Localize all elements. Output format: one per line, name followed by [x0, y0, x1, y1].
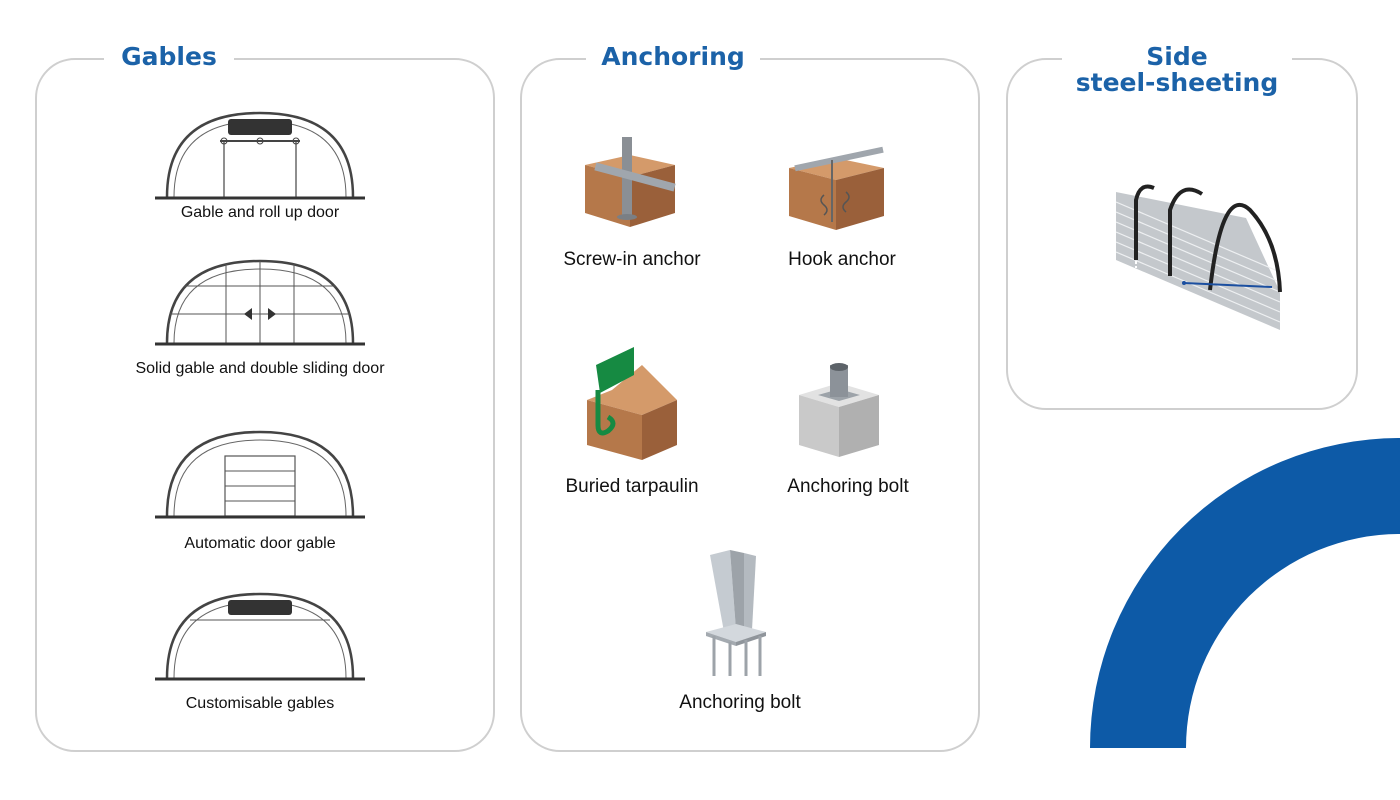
decorative-arc [1090, 438, 1400, 748]
gable-roll-up-door-icon [155, 111, 365, 200]
anchor-label-hook: Hook anchor [788, 249, 896, 270]
steel-sheeting-icon [1115, 184, 1282, 330]
gable-sliding-door-icon [155, 259, 365, 346]
screw-in-anchor-icon [585, 137, 676, 227]
gable-label-roll-up: Gable and roll up door [180, 204, 340, 221]
gable-label-automatic: Automatic door gable [184, 535, 336, 552]
anchoring-bolt-concrete-icon [799, 363, 879, 457]
anchoring-title: Anchoring [586, 44, 760, 70]
hook-anchor-icon [789, 146, 884, 230]
anchor-label-buried-tarpaulin: Buried tarpaulin [565, 476, 699, 497]
gable-label-sliding: Solid gable and double sliding door [135, 360, 385, 377]
gables-title: Gables [104, 44, 234, 70]
side-protection-title-line2: steel-sheeting [1062, 70, 1292, 96]
anchor-label-bolt-concrete: Anchoring bolt [787, 476, 909, 497]
anchoring-bolt-plate-icon [706, 550, 766, 676]
anchor-label-screw-in: Screw-in anchor [563, 249, 701, 270]
gables-panel [35, 58, 495, 752]
gable-label-custom: Customisable gables [185, 695, 335, 712]
gable-custom-icon [155, 592, 365, 681]
gable-automatic-door-icon [155, 430, 365, 519]
buried-tarpaulin-icon [587, 347, 677, 460]
anchor-label-bolt-plate: Anchoring bolt [679, 692, 801, 713]
